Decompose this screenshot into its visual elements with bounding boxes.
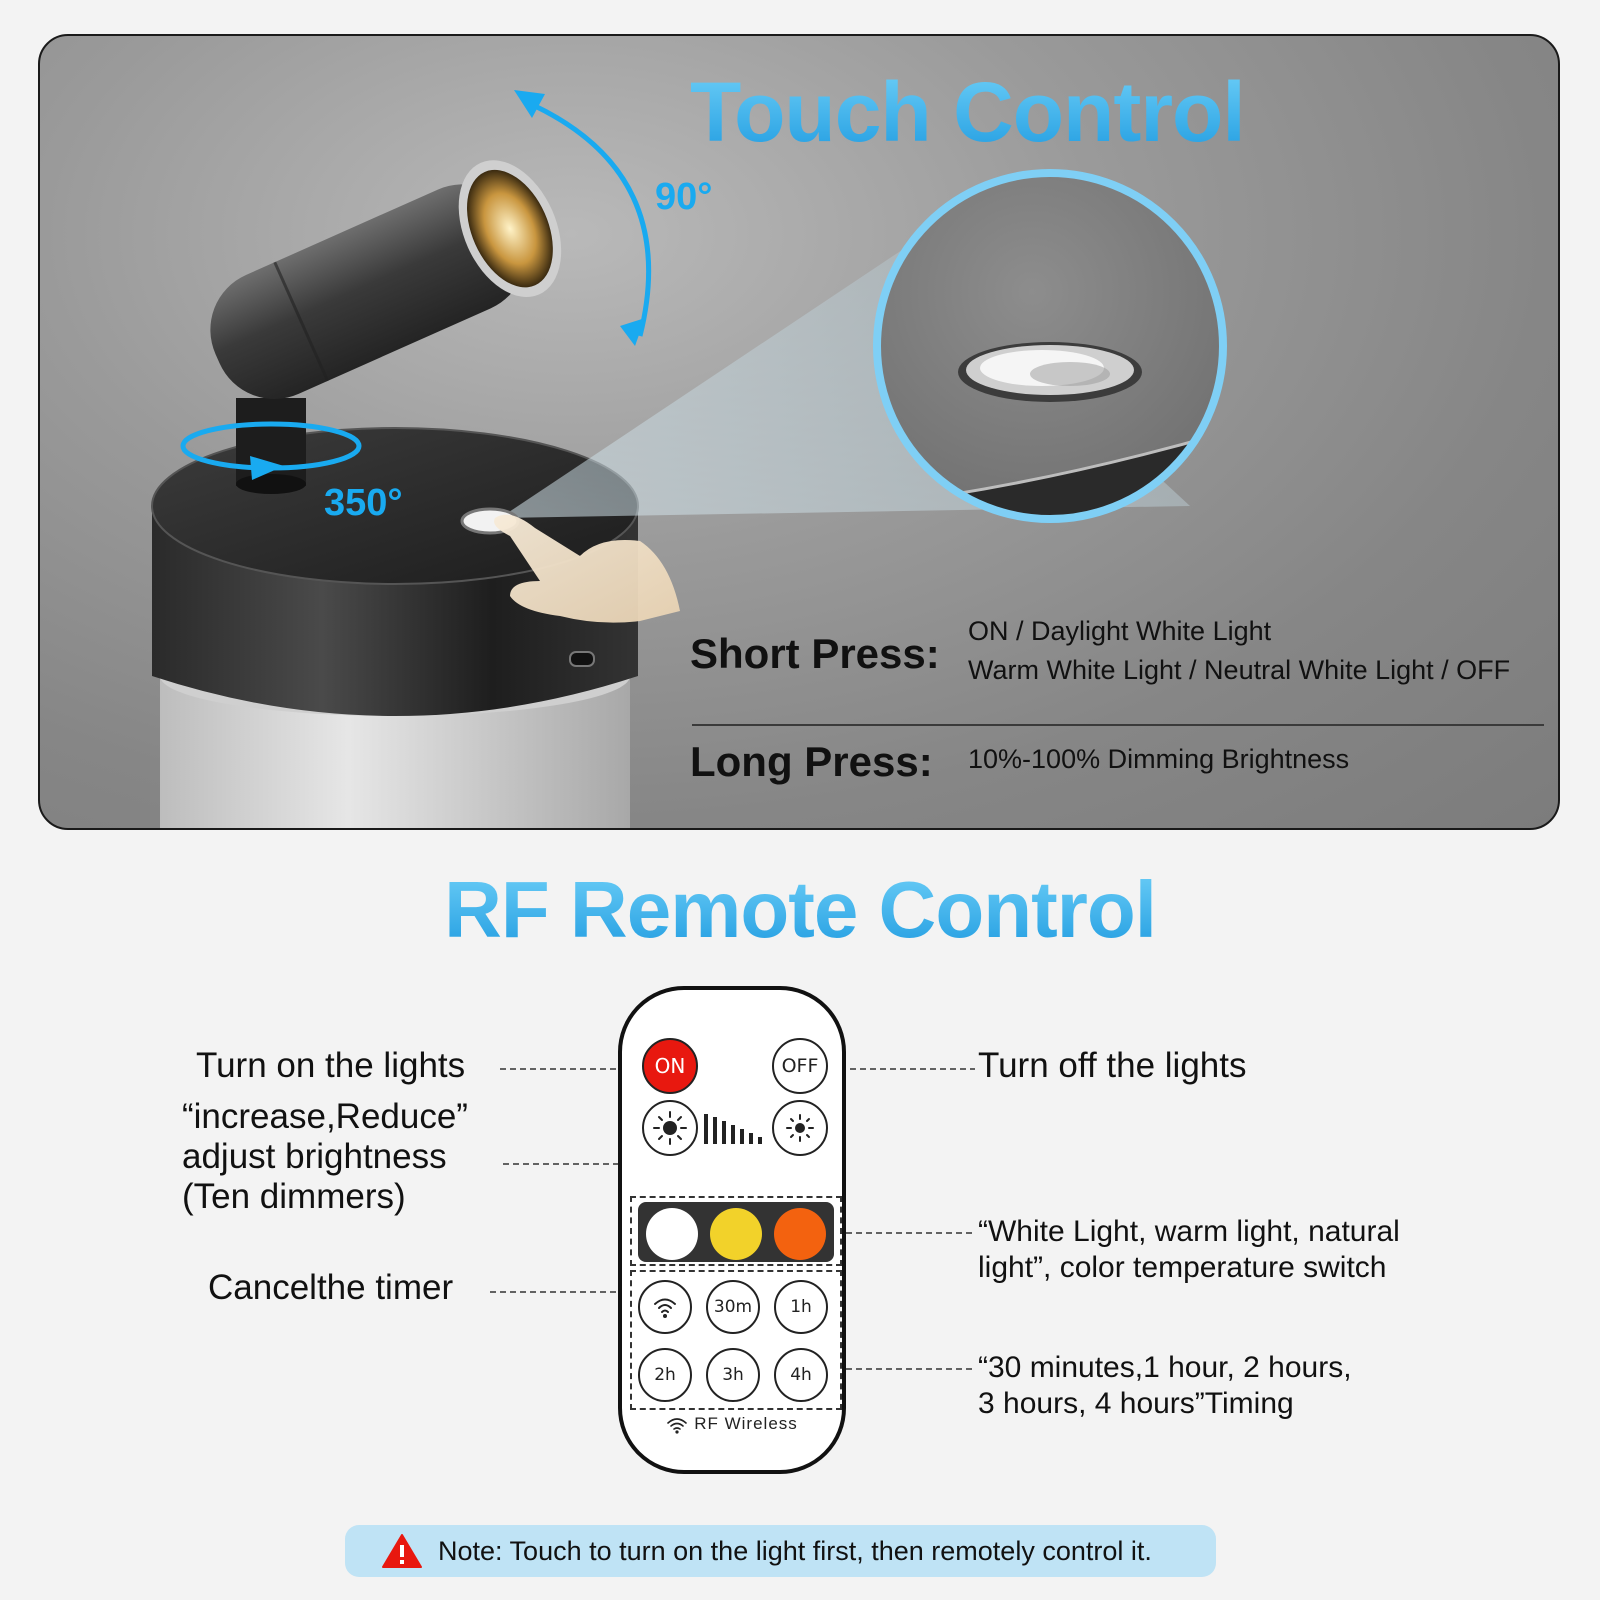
note-text: Note: Touch to turn on the light first, … xyxy=(438,1536,1152,1566)
long-press-desc: 10%-100% Dimming Brightness xyxy=(968,744,1350,774)
tilt-angle-label: 90° xyxy=(655,176,713,218)
callout-turn-off: Turn off the lights xyxy=(978,1046,1247,1085)
brightness-up-button[interactable] xyxy=(772,1100,828,1156)
timer-3h-button[interactable]: 3h xyxy=(706,1348,760,1402)
callout-timer-line2: 3 hours, 4 hours”Timing xyxy=(978,1387,1294,1420)
rf-wireless-text: RF Wireless xyxy=(694,1414,798,1433)
natural-light-button[interactable] xyxy=(774,1208,826,1260)
callout-color-line2: light”, color temperature switch xyxy=(978,1251,1387,1284)
callout-color-line1: “White Light, warm light, natural xyxy=(978,1215,1400,1248)
timer-30m-button[interactable]: 30m xyxy=(706,1280,760,1334)
callout-turn-on: Turn on the lights xyxy=(196,1046,466,1085)
timer-4h-button[interactable]: 4h xyxy=(774,1348,828,1402)
rotate-angle-label: 350° xyxy=(324,482,403,524)
rf-signal-icon xyxy=(667,1417,688,1434)
long-press-label: Long Press: xyxy=(690,738,933,785)
spotlight-illustration xyxy=(151,90,1227,828)
short-press-desc-line1: ON / Daylight White Light xyxy=(968,616,1272,646)
color-temperature-group xyxy=(630,1196,842,1266)
white-light-button[interactable] xyxy=(646,1208,698,1260)
press-divider xyxy=(692,724,1544,726)
callout-brightness-line3: (Ten dimmers) xyxy=(182,1177,406,1216)
touch-control-panel: Touch Control 90° 350° Short Press: ON /… xyxy=(38,34,1560,830)
timer-2h-button[interactable]: 2h xyxy=(638,1348,692,1402)
warm-light-button[interactable] xyxy=(710,1208,762,1260)
brightness-down-button[interactable] xyxy=(642,1100,698,1156)
wireless-icon xyxy=(654,1298,676,1318)
note-bar: Note: Touch to turn on the light first, … xyxy=(345,1525,1216,1577)
short-press-desc-line2: Warm White Light / Neutral White Light /… xyxy=(968,655,1511,685)
remote-off-button[interactable]: OFF xyxy=(772,1038,828,1094)
callout-brightness-line2: adjust brightness xyxy=(182,1137,447,1176)
callout-cancel-timer: Cancelthe timer xyxy=(208,1268,454,1307)
rf-remote-title: RF Remote Control xyxy=(0,864,1600,956)
sun-dark-icon xyxy=(653,1111,687,1145)
remote-on-button[interactable]: ON xyxy=(642,1038,698,1094)
timer-group xyxy=(630,1270,842,1410)
brightness-level-icon xyxy=(704,1114,762,1144)
sun-light-icon xyxy=(786,1114,814,1142)
cancel-timer-button[interactable] xyxy=(638,1280,692,1334)
rf-remote: ON OFF xyxy=(618,986,846,1474)
short-press-label: Short Press: xyxy=(690,630,940,677)
rf-wireless-footer: RF Wireless xyxy=(622,1414,842,1434)
warning-icon xyxy=(382,1534,422,1568)
callout-brightness-line1: “increase,Reduce” xyxy=(182,1097,468,1136)
timer-1h-button[interactable]: 1h xyxy=(774,1280,828,1334)
touch-control-title: Touch Control xyxy=(690,65,1246,159)
callout-timer-line1: “30 minutes,1 hour, 2 hours, xyxy=(978,1351,1352,1384)
